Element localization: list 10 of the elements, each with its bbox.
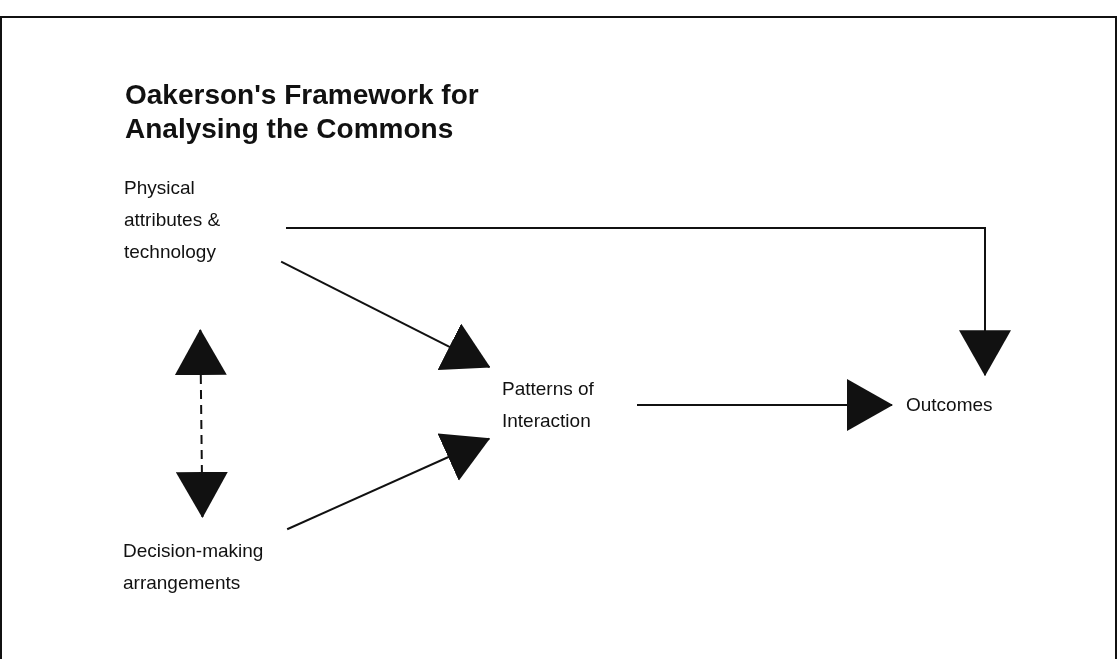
arrow bbox=[280, 260, 491, 370]
dashed-arrow bbox=[174, 329, 228, 518]
node-label: Outcomes bbox=[906, 389, 1016, 421]
node-label: Physical attributes & technology bbox=[124, 172, 274, 268]
arrow bbox=[285, 227, 1011, 377]
arrow bbox=[636, 379, 893, 431]
node-label: Decision-making arrangements bbox=[123, 535, 283, 599]
diagram-title: Oakerson's Framework for Analysing the Commons bbox=[125, 78, 480, 146]
arrow bbox=[286, 433, 491, 531]
node-label: Patterns of Interaction bbox=[502, 373, 627, 437]
